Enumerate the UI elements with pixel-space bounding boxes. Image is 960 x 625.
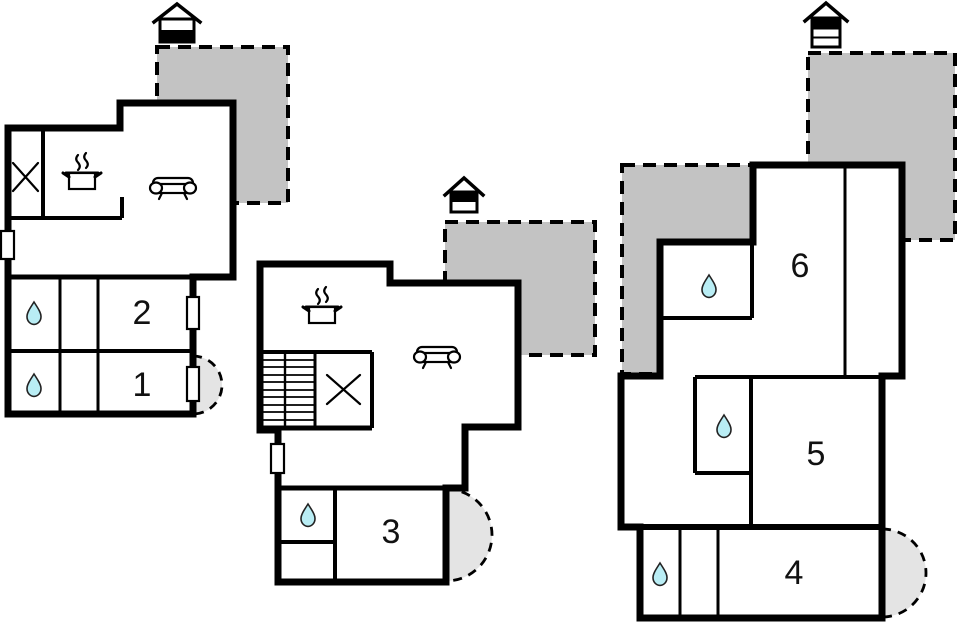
- plan-left-ground-floor: 2 1: [0, 1, 290, 418]
- room-number: 5: [807, 435, 826, 473]
- room-number: 1: [133, 366, 152, 404]
- crossed-box-icon: [325, 373, 362, 406]
- room-number: 4: [785, 554, 804, 592]
- plan-middle-upper-floor: 3: [256, 175, 597, 586]
- floor-indicator-house-icon: [151, 1, 203, 44]
- entrance-porch: [880, 527, 928, 619]
- exterior-walls: [4, 99, 237, 418]
- entrance-porch: [444, 487, 494, 583]
- floor-indicator-house-icon: [442, 175, 486, 214]
- building-footprint: [621, 165, 902, 618]
- window: [185, 295, 201, 331]
- interior-walls: [640, 165, 884, 618]
- window: [0, 229, 16, 261]
- room-number: 6: [791, 247, 810, 285]
- interior-walls: [5, 128, 196, 414]
- stairs-icon: [261, 352, 314, 428]
- room-number: 2: [133, 294, 152, 332]
- window: [185, 365, 201, 403]
- interior-walls: [260, 350, 465, 582]
- entrance-porch: [191, 354, 224, 416]
- window: [269, 442, 286, 475]
- building-footprint: [260, 264, 518, 582]
- crossed-box-icon: [11, 161, 40, 193]
- floor-indicator-house-icon: [802, 0, 850, 49]
- room-number: 3: [382, 513, 401, 551]
- plan-right-top-floor: 6 5 4: [617, 0, 957, 622]
